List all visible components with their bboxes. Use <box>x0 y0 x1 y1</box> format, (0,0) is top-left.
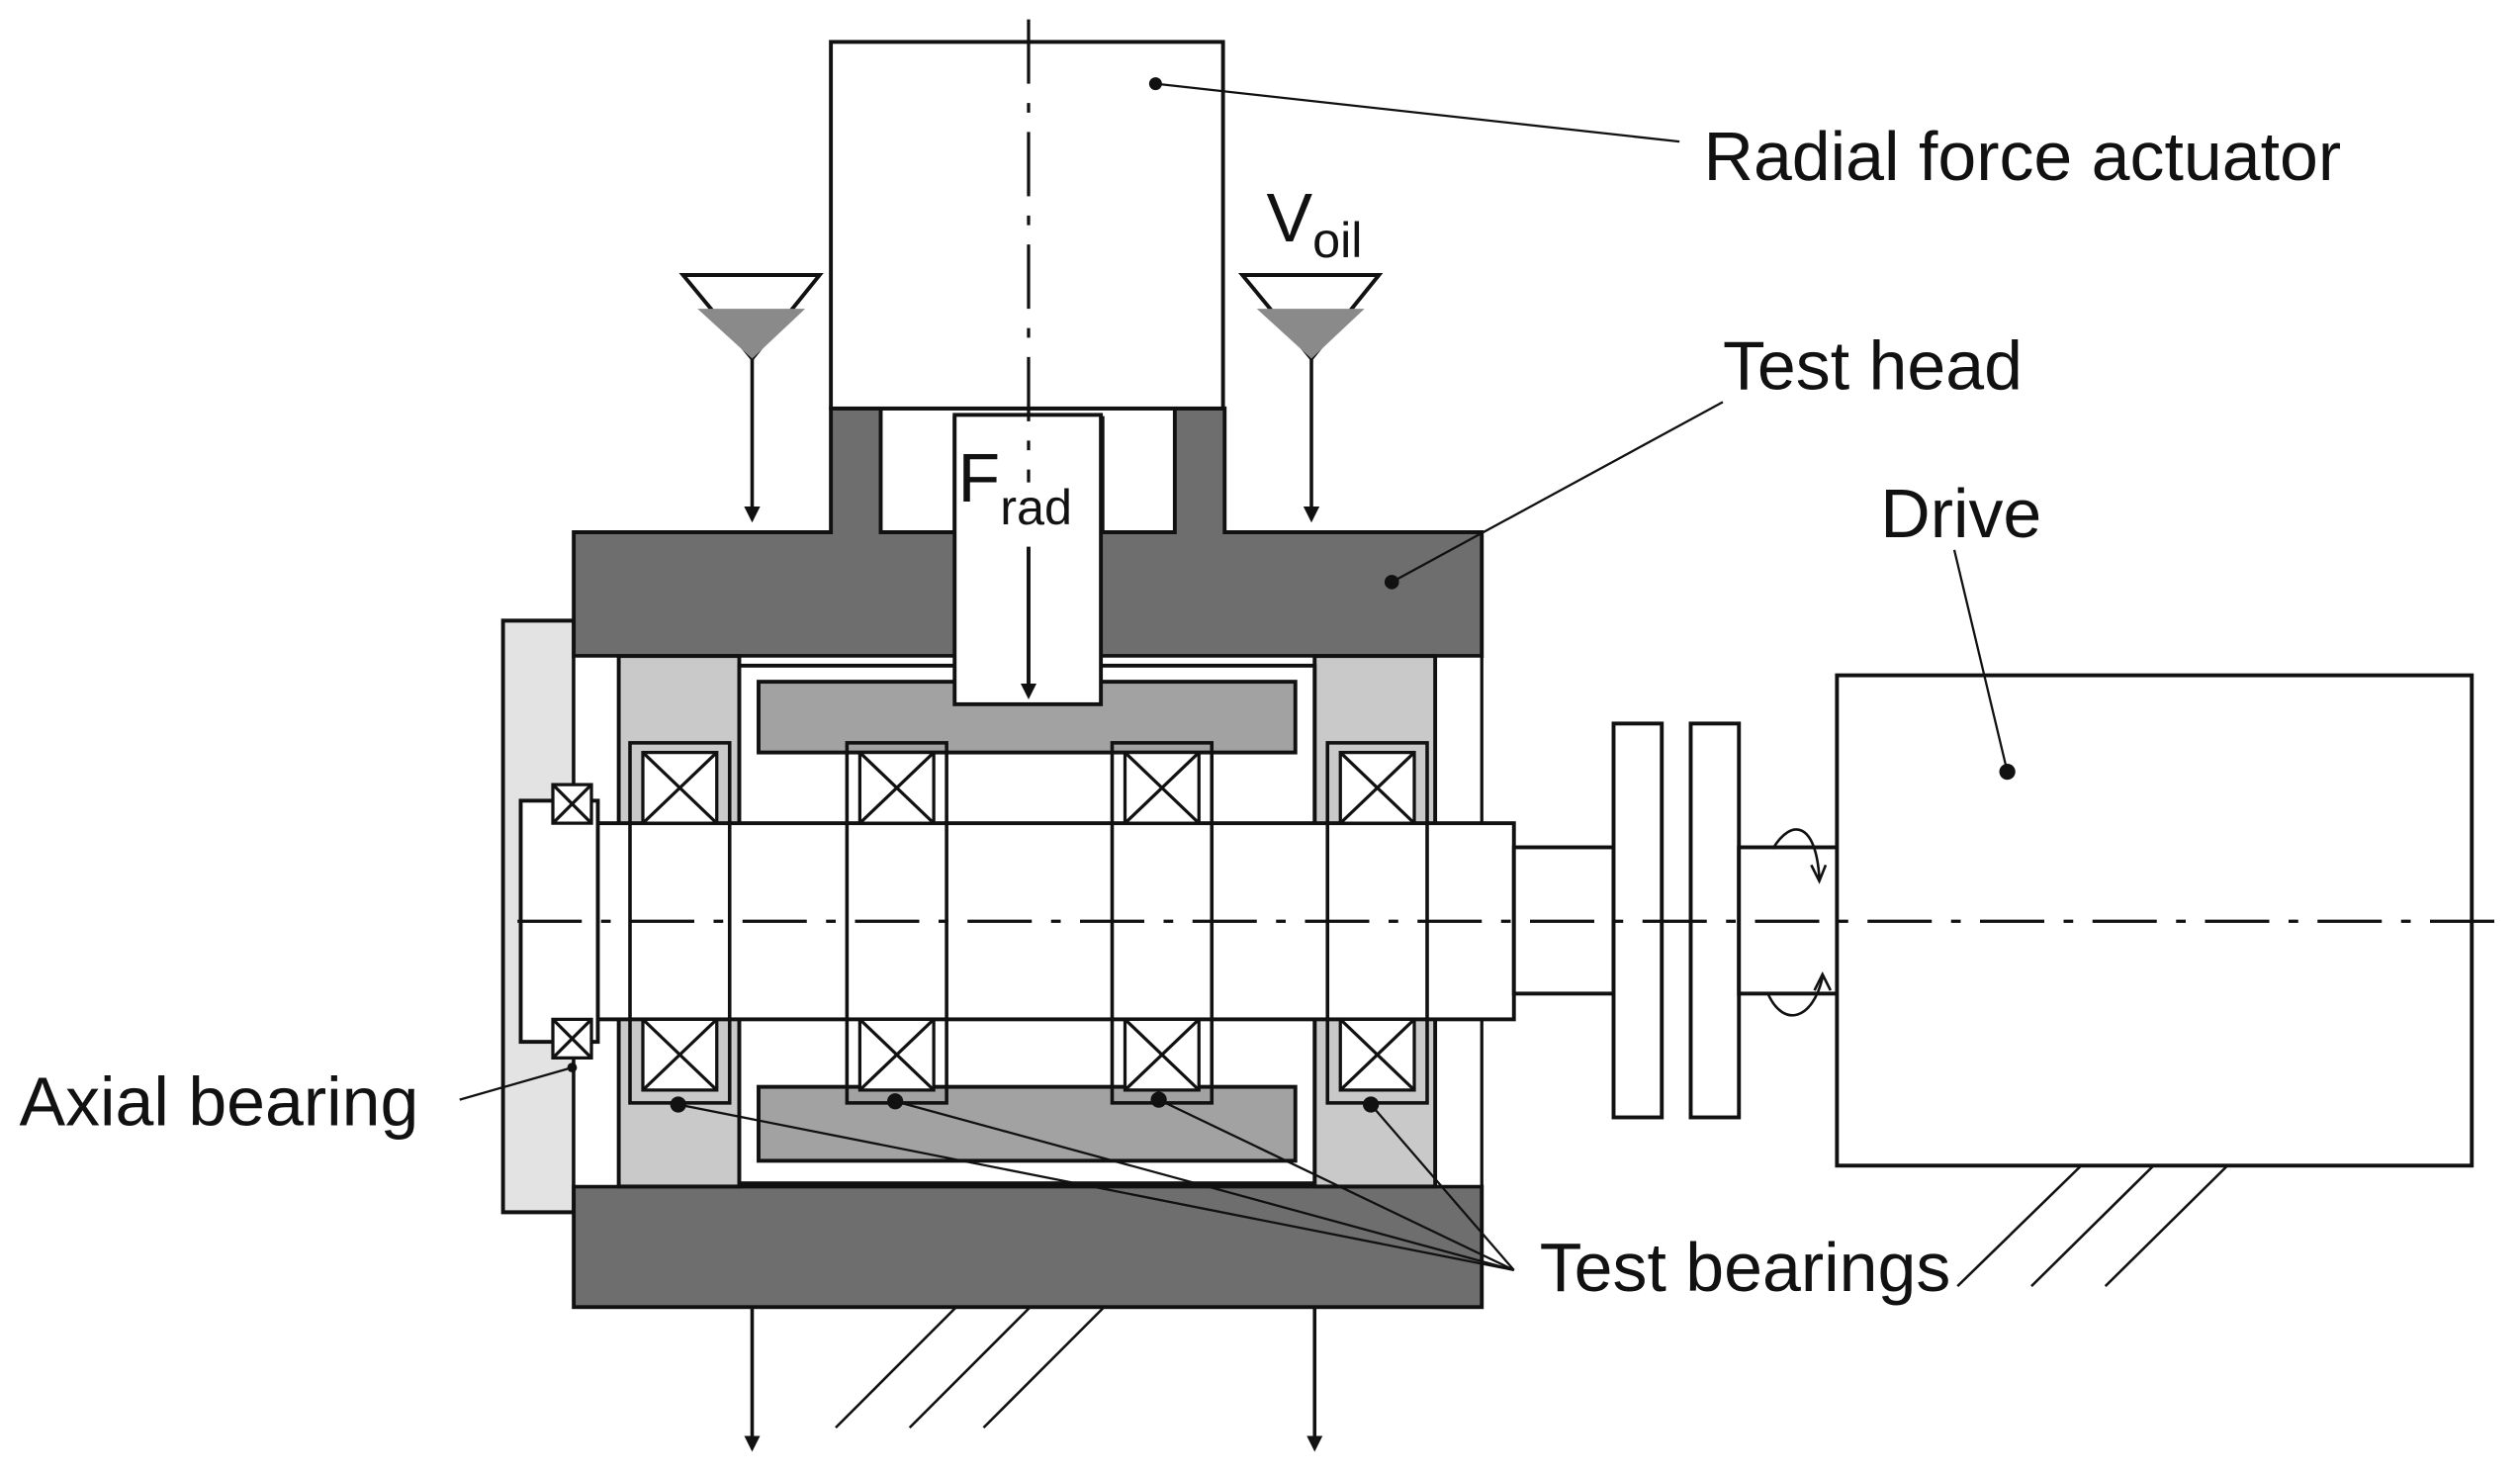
radial-force-sub: rad <box>1000 479 1072 535</box>
bearing-crossed-box-icon <box>551 751 1416 1092</box>
load-sleeve-bottom <box>757 1084 1298 1163</box>
label-drive: Drive <box>1880 475 2041 552</box>
label-radial-force: Frad <box>958 439 1072 535</box>
label-radial-force-actuator: Radial force actuator <box>1704 118 2342 195</box>
leader-lines <box>459 82 2009 1271</box>
label-test-head: Test head <box>1723 326 2023 404</box>
label-test-bearings: Test bearings <box>1540 1229 1951 1306</box>
test-head-housing-bottom <box>572 1184 1485 1310</box>
radial-force-base: F <box>958 439 1001 516</box>
oil-inlet-left-funnel-icon <box>678 273 824 523</box>
oil-volume-sub: oil <box>1312 212 1362 268</box>
label-oil-volume: Voil <box>1267 179 1363 268</box>
oil-volume-base: V <box>1267 179 1313 256</box>
label-axial-bearing: Axial bearing <box>20 1063 419 1141</box>
leader-dots <box>567 77 2016 1113</box>
ground-hatch-icon <box>835 1162 2230 1430</box>
rotation-arrow-icon <box>1766 828 1833 1017</box>
oil-inlet-right-funnel-icon <box>1237 273 1384 523</box>
